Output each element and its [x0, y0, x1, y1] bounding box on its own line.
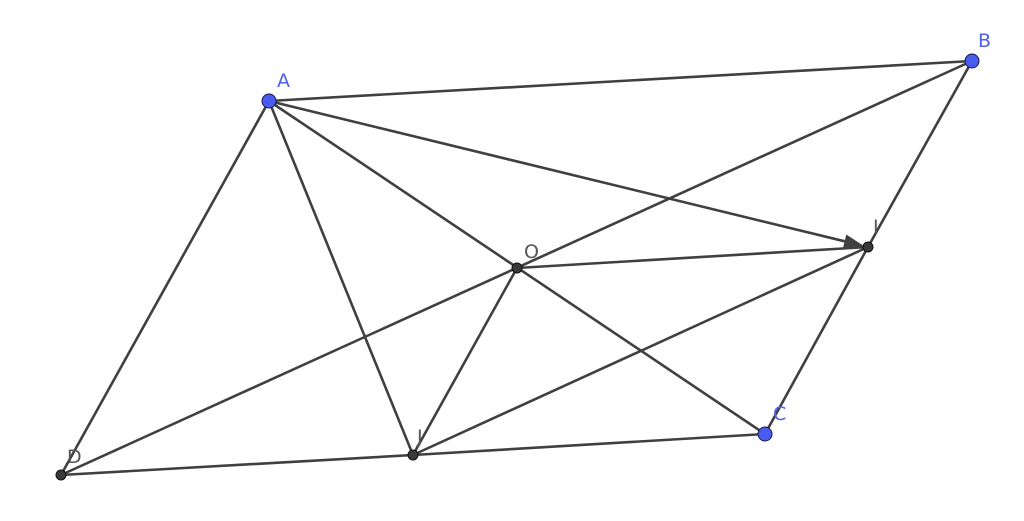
point-A[interactable]	[261, 93, 277, 109]
point-D[interactable]	[55, 469, 67, 481]
point-C[interactable]	[757, 426, 773, 442]
segment-OI	[515, 245, 870, 270]
vector-AI-arrowhead	[843, 234, 865, 249]
segment-AB	[267, 59, 974, 103]
segment-BI	[866, 59, 974, 249]
segment-OJ	[411, 266, 519, 457]
segment-JD	[59, 453, 415, 477]
point-I[interactable]	[862, 241, 874, 253]
point-label-O: O	[524, 241, 539, 263]
point-label-J: J	[416, 426, 423, 448]
point-label-C: C	[773, 403, 786, 425]
point-label-I: I	[873, 216, 879, 238]
points-layer	[55, 53, 980, 481]
point-label-B: B	[978, 30, 991, 52]
segment-AJ	[267, 99, 415, 457]
segment-JI	[411, 245, 870, 457]
segment-DA	[59, 99, 271, 477]
vector-AI	[267, 99, 846, 243]
point-J[interactable]	[407, 449, 419, 461]
labels-layer: A B C D O I J	[67, 30, 991, 468]
point-B[interactable]	[964, 53, 980, 69]
point-label-D: D	[67, 446, 82, 468]
point-O[interactable]	[511, 262, 523, 274]
point-label-A: A	[277, 70, 290, 92]
segment-IC	[763, 245, 870, 436]
vectors-layer	[267, 99, 865, 249]
segment-CJ	[411, 432, 767, 457]
